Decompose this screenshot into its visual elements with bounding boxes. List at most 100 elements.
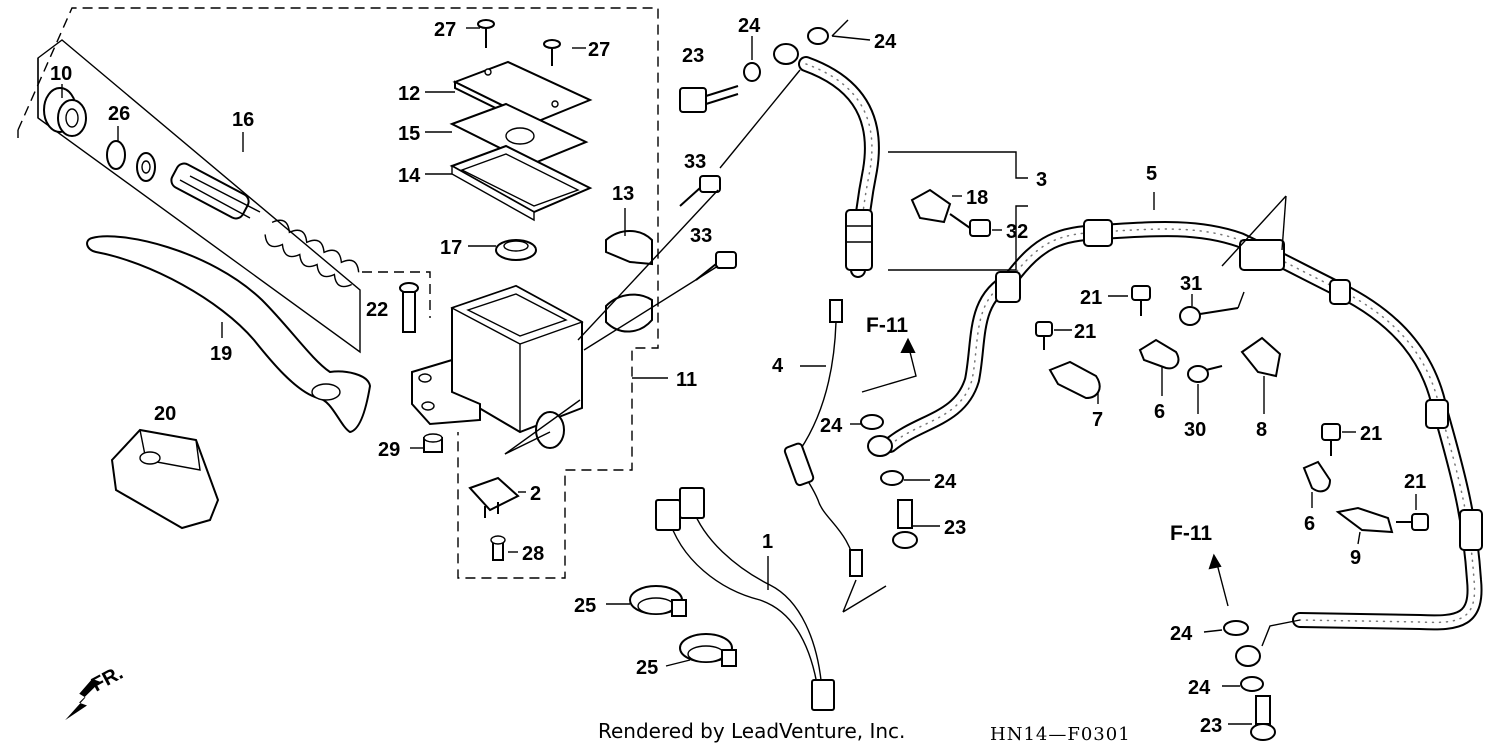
bolt-part-33a — [679, 175, 721, 207]
assembly-outline-11 — [17, 7, 659, 579]
callout-21: 21 — [1074, 321, 1096, 343]
callout-16: 16 — [232, 109, 254, 131]
callout-23: 23 — [944, 517, 966, 539]
callout-15: 15 — [398, 123, 420, 145]
callout-12: 12 — [398, 83, 420, 105]
switch-part-20 — [110, 428, 220, 530]
callout-23: 23 — [1200, 715, 1222, 737]
washer-part-24c — [860, 414, 884, 430]
brake-lever-part-19 — [86, 235, 372, 434]
nut-part-29 — [423, 433, 443, 453]
callout-30: 30 — [1184, 419, 1206, 441]
cap-ring-part-17 — [495, 239, 537, 261]
callout-21: 21 — [1080, 287, 1102, 309]
callout-19: 19 — [210, 343, 232, 365]
bolt-part-21c — [1321, 423, 1341, 456]
bolt-part-23b — [892, 499, 918, 549]
bolt-part-23a — [679, 85, 739, 113]
callout-18: 18 — [966, 187, 988, 209]
callout-21: 21 — [1360, 423, 1382, 445]
piston-assembly — [170, 162, 360, 288]
screw-part-27a — [477, 19, 495, 48]
callout-14: 14 — [398, 165, 421, 187]
callout-32: 32 — [1006, 221, 1028, 243]
callout-27: 27 — [588, 39, 610, 61]
brake-pipe-part-4 — [783, 299, 863, 577]
brake-hose-part-3 — [773, 43, 880, 278]
callout-24: 24 — [874, 31, 897, 53]
screw-part-28 — [490, 535, 506, 561]
callout-9: 9 — [1350, 547, 1361, 569]
callout-25: 25 — [636, 657, 658, 679]
callout-20: 20 — [154, 403, 176, 425]
bolt-part-21a — [1131, 285, 1151, 316]
figure-reference: F-11 — [866, 314, 908, 337]
diagram-code: HN14—F0301 — [990, 724, 1131, 745]
screw-part-27b — [543, 39, 561, 66]
callout-22: 22 — [366, 299, 388, 321]
clamp-part-9 — [1335, 506, 1394, 534]
callout-8: 8 — [1256, 419, 1267, 441]
callout-17: 17 — [440, 237, 462, 259]
callout-24: 24 — [1188, 677, 1211, 699]
master-cylinder-body — [411, 284, 584, 449]
circlip-part-26 — [106, 140, 156, 182]
callout-21: 21 — [1404, 471, 1426, 493]
stop-switch-part-2 — [468, 476, 520, 518]
brake-hose-part-5 — [867, 219, 1483, 667]
diaphragm-part-14 — [449, 144, 593, 222]
front-direction-label: FR. — [88, 662, 127, 697]
boot-part-10 — [43, 87, 87, 137]
washer-part-24b — [807, 27, 829, 45]
callout-31: 31 — [1180, 273, 1202, 295]
clamp-part-8 — [1240, 336, 1282, 378]
clamp-part-7 — [1048, 360, 1101, 400]
callout-3: 3 — [1036, 169, 1047, 191]
figure-reference: F-11 — [1170, 522, 1212, 545]
bolt-part-32 — [949, 213, 991, 237]
bolt-part-21b — [1035, 321, 1053, 350]
clamp-part-25b — [679, 633, 737, 667]
footer-credit: Rendered by LeadVenture, Inc. — [598, 719, 905, 743]
assembly-outline-16 — [37, 39, 361, 354]
callout-24: 24 — [738, 15, 761, 37]
callout-1: 1 — [762, 531, 773, 553]
callout-10: 10 — [50, 63, 72, 85]
callout-33: 33 — [684, 151, 706, 173]
assembly-outline-22 — [362, 271, 431, 318]
callout-29: 29 — [378, 439, 400, 461]
callout-33: 33 — [690, 225, 712, 247]
washer-part-24e — [1223, 620, 1249, 636]
callout-24: 24 — [1170, 623, 1193, 645]
clamp-part-6a — [1138, 338, 1180, 370]
callout-2: 2 — [530, 483, 541, 505]
callout-labels: 1 2 3 4 5 6 6 7 8 9 10 11 12 13 14 15 16… — [50, 15, 1426, 737]
front-direction-arrow: FR. — [65, 662, 127, 721]
holder-part-13 — [605, 230, 653, 333]
callout-4: 4 — [772, 355, 784, 377]
washer-part-24a — [743, 62, 761, 82]
leader-lines — [61, 19, 1417, 725]
washer-part-24f — [1240, 676, 1264, 692]
bolt-part-21d — [1396, 513, 1429, 531]
callout-28: 28 — [522, 543, 544, 565]
callout-24: 24 — [820, 415, 843, 437]
callout-7: 7 — [1092, 409, 1103, 431]
clamp-part-18 — [910, 188, 952, 224]
bolt-part-30 — [1187, 365, 1223, 383]
bolt-part-31 — [1179, 306, 1239, 326]
callout-6: 6 — [1154, 401, 1165, 423]
callout-27: 27 — [434, 19, 456, 41]
callout-5: 5 — [1146, 163, 1157, 185]
pivot-bolt-part-22 — [399, 282, 419, 333]
wire-harness-part-1 — [655, 487, 835, 711]
callout-26: 26 — [108, 103, 130, 125]
callout-13: 13 — [612, 183, 634, 205]
washer-part-24d — [880, 470, 904, 486]
clamp-part-25a — [629, 585, 687, 617]
callout-25: 25 — [574, 595, 596, 617]
callout-23: 23 — [682, 45, 704, 67]
callout-11: 11 — [676, 369, 697, 391]
callout-24: 24 — [934, 471, 957, 493]
